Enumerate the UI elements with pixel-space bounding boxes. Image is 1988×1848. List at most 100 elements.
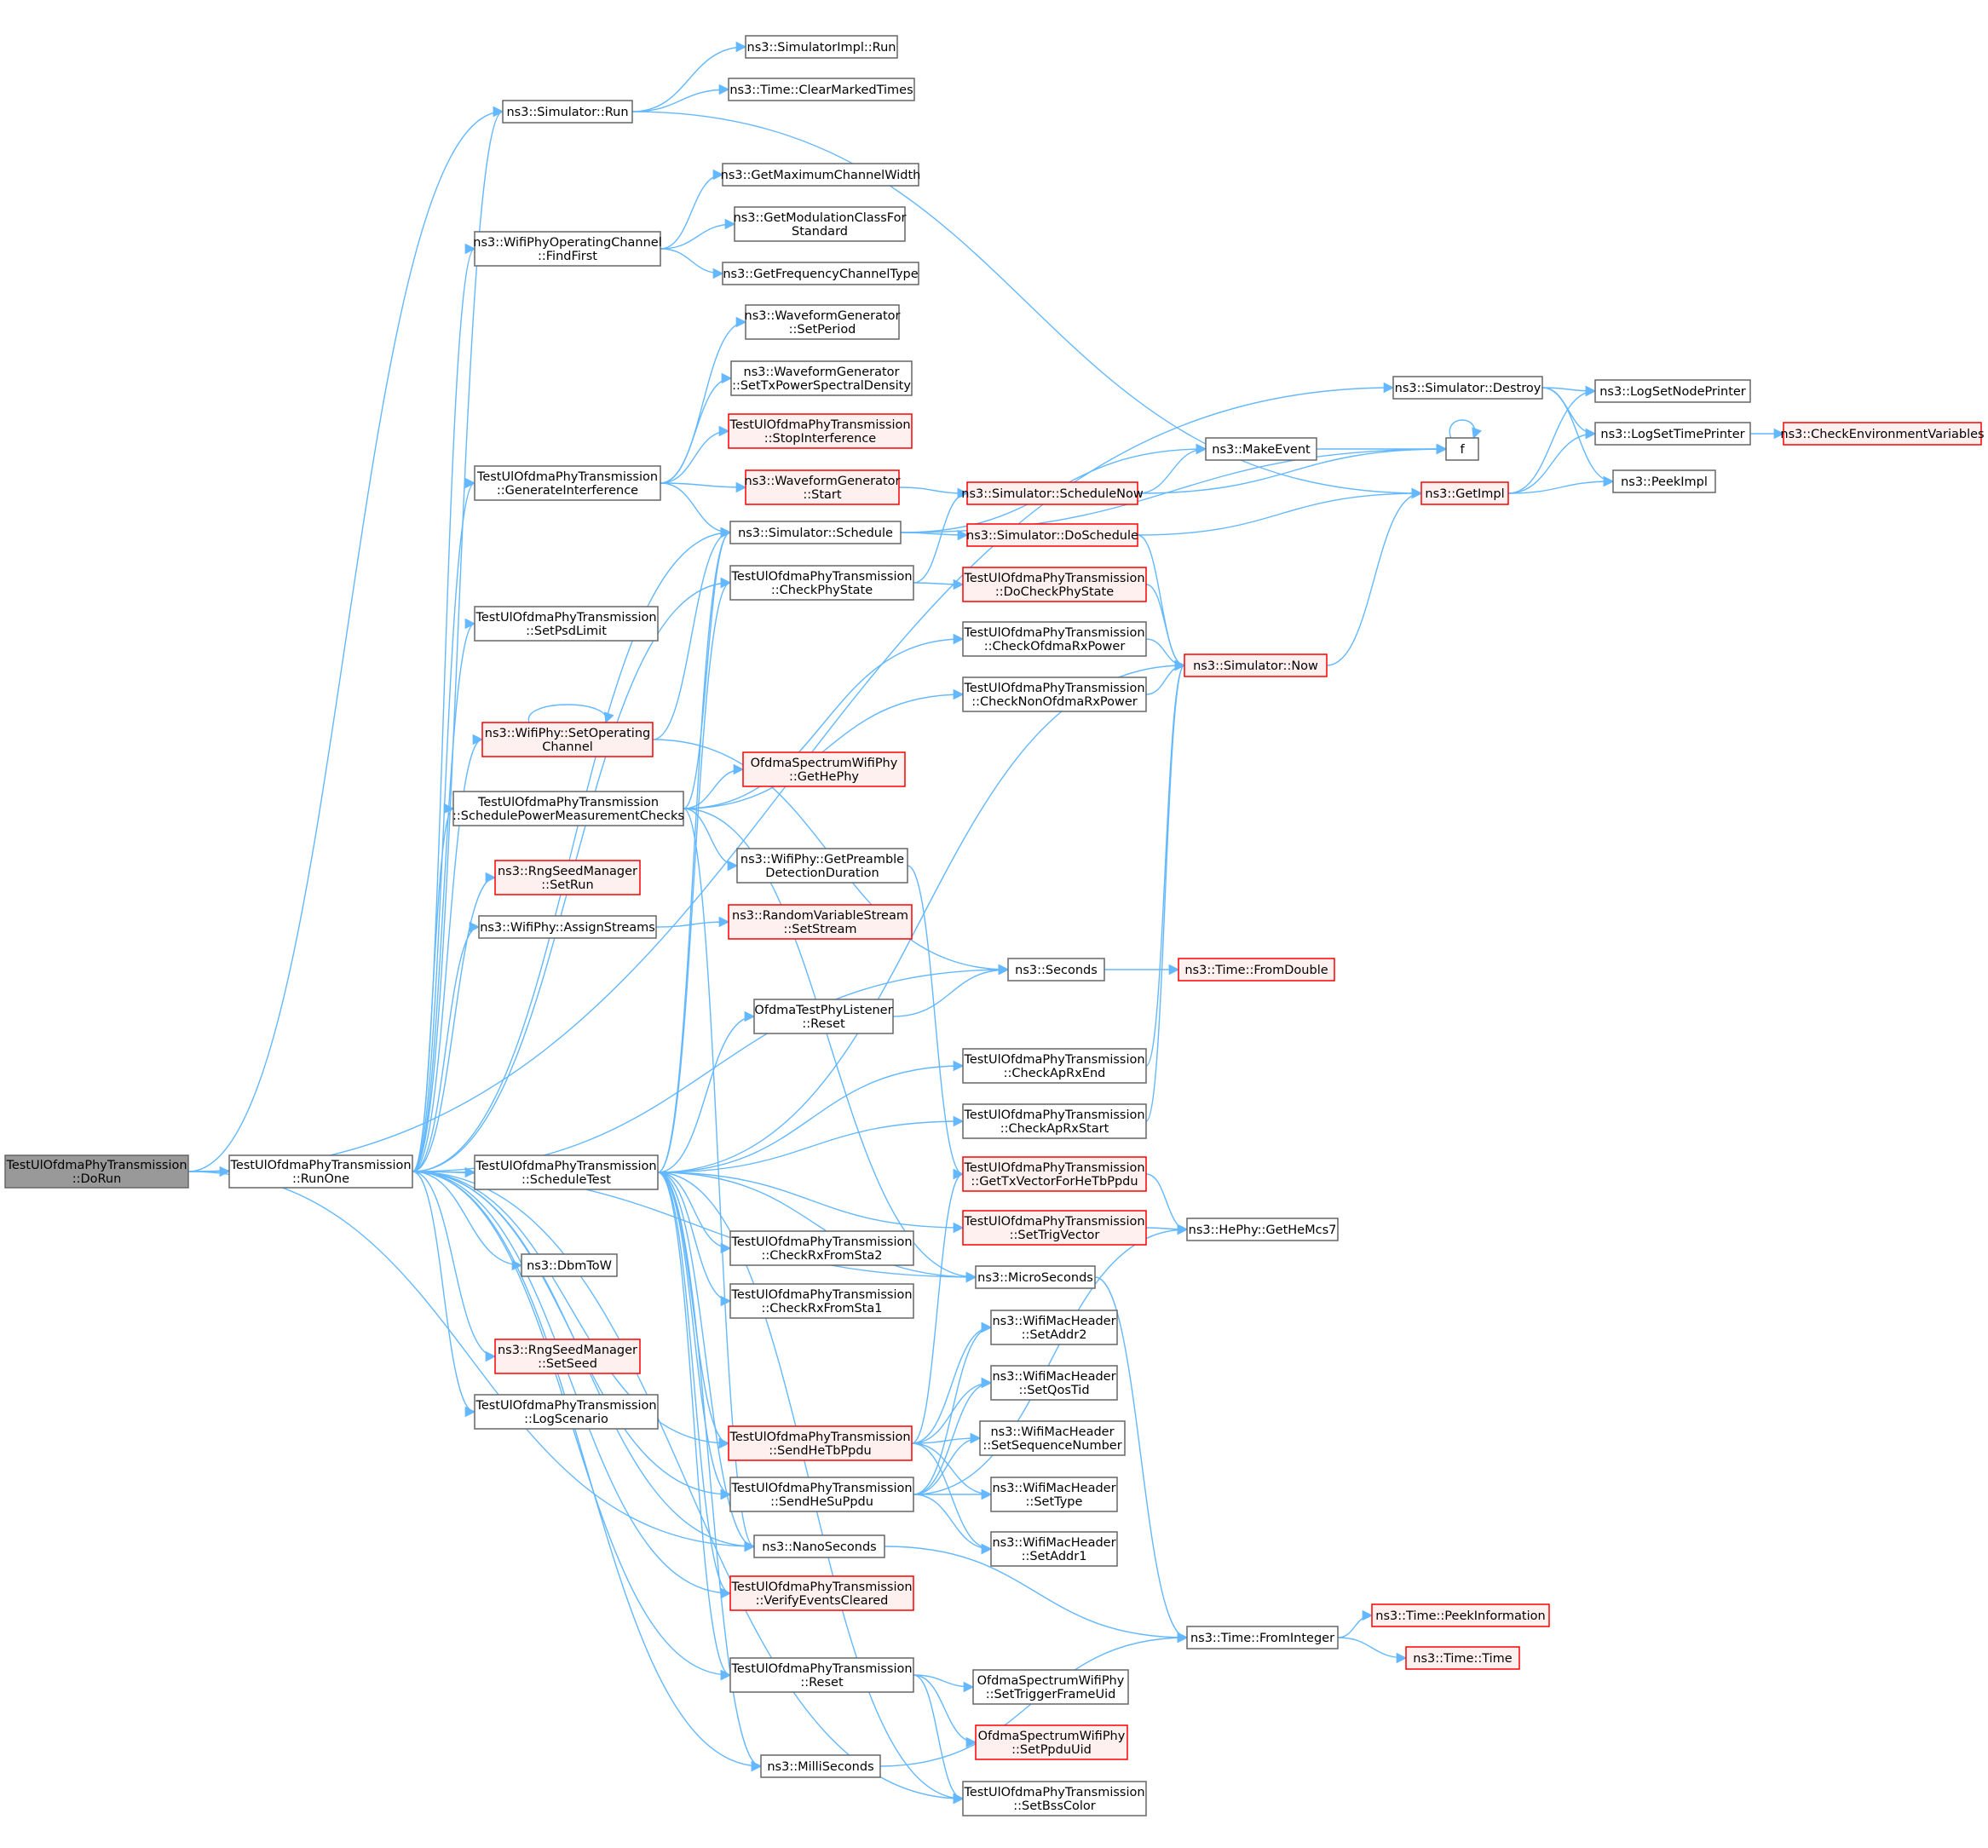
- edge-line: [412, 1171, 476, 1418]
- node-label: TestUlOfdmaPhyTransmission: [730, 1580, 912, 1594]
- edge-line: [412, 1171, 523, 1271]
- node-box: [1594, 422, 1751, 446]
- node-settrigframe[interactable]: OfdmaSpectrumWifiPhy::SetTriggerFrameUid: [972, 1669, 1129, 1705]
- node-label: ns3::WaveformGenerator: [745, 475, 901, 488]
- node-seconds[interactable]: ns3::Seconds: [1007, 958, 1105, 982]
- node-checkrx1[interactable]: TestUlOfdmaPhyTransmission::CheckRxFromS…: [729, 1283, 914, 1319]
- node-box: [494, 1339, 641, 1374]
- node-setaddr2[interactable]: ns3::WifiMacHeader::SetAddr2: [990, 1310, 1118, 1345]
- node-label: ns3::WifiMacHeader: [990, 1425, 1114, 1439]
- node-gettxvector[interactable]: TestUlOfdmaPhyTransmission::GetTxVectorF…: [962, 1156, 1147, 1192]
- node-runone[interactable]: TestUlOfdmaPhyTransmission::RunOne: [228, 1154, 413, 1189]
- node-fromint[interactable]: ns3::Time::FromInteger: [1186, 1626, 1339, 1649]
- node-logscenario[interactable]: TestUlOfdmaPhyTransmission::LogScenario: [474, 1394, 659, 1430]
- node-logtimeprinter[interactable]: ns3::LogSetTimePrinter: [1594, 422, 1751, 446]
- node-checkrx2[interactable]: TestUlOfdmaPhyTransmission::CheckRxFromS…: [729, 1230, 914, 1266]
- node-simnow[interactable]: ns3::Simulator::Now: [1184, 653, 1328, 677]
- node-assignstreams[interactable]: ns3::WifiPhy::AssignStreams: [478, 915, 657, 939]
- node-wgstart[interactable]: ns3::WaveformGenerator::Start: [745, 469, 901, 505]
- node-milliseconds[interactable]: ns3::MilliSeconds: [760, 1754, 881, 1778]
- edge-line: [892, 964, 1010, 1017]
- node-getimpl[interactable]: ns3::GetImpl: [1420, 481, 1509, 505]
- node-findfirst[interactable]: ns3::WifiPhyOperatingChannel::FindFirst: [473, 231, 662, 267]
- node-setaddr1[interactable]: ns3::WifiMacHeader::SetAddr1: [990, 1531, 1118, 1567]
- node-setseqnum[interactable]: ns3::WifiMacHeader::SetSequenceNumber: [979, 1420, 1126, 1456]
- node-setpsdlimit[interactable]: TestUlOfdmaPhyTransmission::SetPsdLimit: [474, 606, 659, 642]
- node-checkofdmarx[interactable]: TestUlOfdmaPhyTransmission::CheckOfdmaRx…: [962, 621, 1147, 657]
- node-nanoseconds[interactable]: ns3::NanoSeconds: [753, 1534, 885, 1558]
- node-checknonofdmarx[interactable]: TestUlOfdmaPhyTransmission::CheckNonOfdm…: [962, 676, 1147, 712]
- node-rvsetstream[interactable]: ns3::RandomVariableStream::SetStream: [728, 904, 913, 940]
- node-gethephy[interactable]: OfdmaSpectrumWifiPhy::GetHePhy: [742, 751, 906, 787]
- edge-schedpower-to-schedule: [683, 527, 732, 809]
- node-destroy[interactable]: ns3::Simulator::Destroy: [1392, 376, 1543, 400]
- edge-dorun-to-nanoseconds: [187, 1171, 756, 1552]
- node-label: TestUlOfdmaPhyTransmission: [475, 611, 656, 625]
- node-dorun[interactable]: TestUlOfdmaPhyTransmission::DoRun: [4, 1154, 189, 1189]
- node-settrigvector[interactable]: TestUlOfdmaPhyTransmission::SetTrigVecto…: [962, 1210, 1147, 1246]
- node-label: ns3::GetModulationClassFor: [734, 211, 907, 225]
- node-simimplrun[interactable]: ns3::SimulatorImpl::Run: [745, 35, 898, 59]
- node-getpreamble[interactable]: ns3::WifiPhy::GetPreambleDetectionDurati…: [736, 848, 908, 884]
- edge-scheduletest-to-schedule: [657, 527, 732, 1173]
- node-box: [728, 904, 913, 940]
- edge-runone-to-rngsetseed: [412, 1171, 497, 1362]
- node-doschedule[interactable]: ns3::Simulator::DoSchedule: [966, 523, 1138, 547]
- node-rngsetseed[interactable]: ns3::RngSeedManager::SetSeed: [494, 1339, 641, 1374]
- edge-line: [1137, 443, 1448, 494]
- node-f[interactable]: f: [1445, 437, 1479, 461]
- node-setqostid[interactable]: ns3::WifiMacHeader::SetQosTid: [990, 1365, 1118, 1401]
- node-schedule[interactable]: ns3::Simulator::Schedule: [729, 521, 902, 544]
- node-sendhetb[interactable]: TestUlOfdmaPhyTransmission::SendHeTbPpdu: [728, 1425, 913, 1461]
- node-dbmtow[interactable]: ns3::DbmToW: [521, 1253, 618, 1277]
- node-setperiod[interactable]: ns3::WaveformGenerator::SetPeriod: [745, 304, 901, 340]
- node-checkenv[interactable]: ns3::CheckEnvironmentVariables: [1780, 422, 1985, 446]
- node-docheckphy[interactable]: TestUlOfdmaPhyTransmission::DoCheckPhySt…: [962, 567, 1147, 602]
- node-box: [753, 1534, 885, 1558]
- node-checkaprxstart[interactable]: TestUlOfdmaPhyTransmission::CheckApRxSta…: [962, 1103, 1147, 1139]
- node-schedpower[interactable]: TestUlOfdmaPhyTransmission::SchedulePowe…: [452, 791, 684, 826]
- node-clearmarked[interactable]: ns3::Time::ClearMarkedTimes: [728, 78, 915, 101]
- node-peekimpl[interactable]: ns3::PeekImpl: [1612, 469, 1716, 493]
- node-microseconds[interactable]: ns3::MicroSeconds: [975, 1265, 1096, 1289]
- edge-line: [412, 921, 481, 1172]
- node-label: ::GetTxVectorForHeTbPpdu: [971, 1175, 1138, 1189]
- node-peekinfo[interactable]: ns3::Time::PeekInformation: [1371, 1603, 1550, 1627]
- edge-simrun-to-simimplrun: [631, 41, 747, 112]
- node-lognodeprinter[interactable]: ns3::LogSetNodePrinter: [1594, 379, 1751, 403]
- node-box: [722, 262, 919, 285]
- node-verifyevents[interactable]: TestUlOfdmaPhyTransmission::VerifyEvents…: [729, 1575, 914, 1611]
- node-settxpsd[interactable]: ns3::WaveformGenerator::SetTxPowerSpectr…: [730, 360, 913, 396]
- node-gethemcs7[interactable]: ns3::HePhy::GetHeMcs7: [1186, 1218, 1339, 1241]
- node-setbsscolor[interactable]: TestUlOfdmaPhyTransmission::SetBssColor: [962, 1781, 1147, 1816]
- node-listenerreset[interactable]: OfdmaTestPhyListener::Reset: [753, 999, 894, 1034]
- node-label: ::SetAddr1: [1022, 1550, 1087, 1563]
- node-sendhesu[interactable]: TestUlOfdmaPhyTransmission::SendHeSuPpdu: [729, 1477, 914, 1512]
- node-stopinterf[interactable]: TestUlOfdmaPhyTransmission::StopInterfer…: [728, 413, 913, 449]
- node-getmaxch[interactable]: ns3::GetMaximumChannelWidth: [721, 163, 921, 187]
- node-label: ns3::MilliSeconds: [767, 1760, 873, 1774]
- node-setppduuid[interactable]: OfdmaSpectrumWifiPhy::SetPpduUid: [975, 1724, 1128, 1760]
- node-getfreqch[interactable]: ns3::GetFrequencyChannelType: [722, 262, 919, 285]
- node-makeevent[interactable]: ns3::MakeEvent: [1205, 437, 1317, 461]
- node-timetime[interactable]: ns3::Time::Time: [1405, 1646, 1520, 1670]
- node-label: ::CheckNonOfdmaRxPower: [971, 695, 1138, 709]
- node-settype[interactable]: ns3::WifiMacHeader::SetType: [990, 1477, 1118, 1512]
- node-simrun[interactable]: ns3::Simulator::Run: [502, 100, 633, 124]
- node-geninterf[interactable]: TestUlOfdmaPhyTransmission::GenerateInte…: [474, 465, 661, 501]
- node-schedulenow[interactable]: ns3::Simulator::ScheduleNow: [961, 481, 1144, 505]
- node-checkphystate[interactable]: TestUlOfdmaPhyTransmission::CheckPhyStat…: [729, 565, 914, 601]
- node-label: ns3::Simulator::ScheduleNow: [961, 487, 1144, 501]
- node-box: [975, 1724, 1128, 1760]
- node-label: ns3::Time::PeekInformation: [1375, 1609, 1545, 1623]
- edge-getpreamble-to-gettxvector: [907, 865, 965, 1180]
- node-rngsetrun[interactable]: ns3::RngSeedManager::SetRun: [494, 860, 641, 895]
- node-scheduletest[interactable]: TestUlOfdmaPhyTransmission::ScheduleTest: [474, 1154, 659, 1190]
- node-box: [452, 791, 684, 826]
- node-checkaprxend[interactable]: TestUlOfdmaPhyTransmission::CheckApRxEnd: [962, 1048, 1147, 1084]
- node-label: ns3::Time::FromDouble: [1184, 964, 1328, 977]
- node-fromdouble[interactable]: ns3::Time::FromDouble: [1178, 958, 1335, 982]
- node-reset[interactable]: TestUlOfdmaPhyTransmission::Reset: [729, 1657, 914, 1693]
